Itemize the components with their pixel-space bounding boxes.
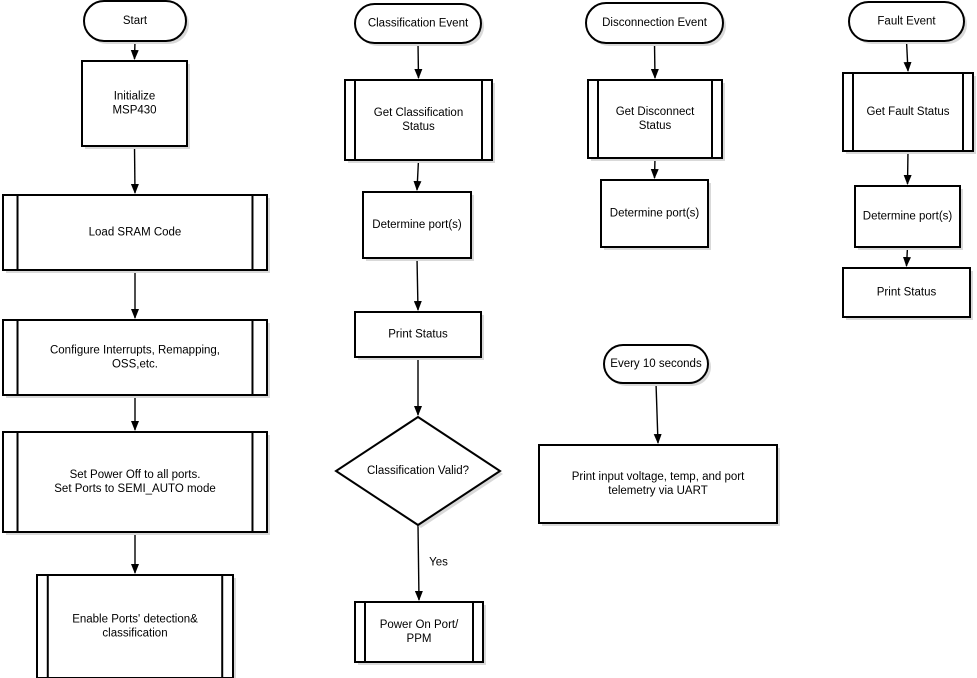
node-label: Get Classification (374, 107, 463, 119)
node-label: Get Fault Status (866, 106, 949, 118)
terminator-shape (83, 0, 187, 42)
node-classification-event[interactable]: Classification Event (354, 3, 484, 46)
edge-line (413, 159, 422, 191)
node-label: Classification Event (368, 18, 469, 30)
predefined-process-shape (2, 194, 268, 271)
node-label: Every 10 seconds (610, 358, 702, 370)
edge-label: Yes (429, 557, 448, 569)
node-label: Initialize (114, 91, 156, 103)
node-configure-int[interactable]: Configure Interrupts, Remapping, OSS,etc. (2, 319, 270, 398)
predefined-process-shape (344, 79, 493, 161)
edge-every-10-seconds-to-print-telemetry (653, 382, 662, 444)
node-determine-ports-class[interactable]: Determine port(s) (362, 191, 474, 261)
process-shape (538, 444, 778, 524)
process-shape (354, 311, 482, 358)
edges-layer: Yes (130, 40, 912, 601)
process-shape (842, 267, 971, 318)
edge-line (130, 145, 139, 194)
predefined-process-shape (2, 431, 268, 533)
node-label: Enable Ports' detection& (72, 614, 198, 626)
edge-line (413, 257, 422, 311)
process-shape (854, 185, 961, 248)
edge-line (903, 40, 912, 72)
node-label: Start (123, 15, 148, 27)
node-label: Determine port(s) (863, 211, 953, 223)
edge-line (414, 524, 423, 601)
node-every-10-seconds[interactable]: Every 10 seconds (603, 344, 711, 386)
node-label: Classification Valid? (367, 465, 469, 477)
edge-get-disconnect-status-to-determine-ports-disc (650, 157, 659, 179)
edge-get-fault-status-to-determine-ports-fault (903, 150, 912, 185)
node-start[interactable]: Start (83, 0, 189, 44)
node-determine-ports-fault[interactable]: Determine port(s) (854, 185, 963, 250)
edge-classification-valid-to-power-on-port: Yes (414, 524, 448, 601)
edge-fault-event-to-get-fault-status (903, 40, 912, 72)
edge-line (903, 150, 912, 185)
node-label: Get Disconnect (616, 106, 695, 118)
terminator-shape (585, 2, 724, 44)
node-disconnection-event[interactable]: Disconnection Event (585, 2, 726, 46)
terminator-shape (603, 344, 709, 384)
node-label: Determine port(s) (372, 219, 462, 231)
node-label: OSS,etc. (112, 359, 158, 371)
node-enable-detection[interactable]: Enable Ports' detection&classification (36, 574, 236, 678)
edge-disconnection-event-to-get-disconnect-status (650, 42, 659, 79)
node-label: PPM (407, 633, 432, 645)
edge-get-class-status-to-determine-ports-class (413, 159, 422, 191)
node-label: Load SRAM Code (89, 227, 182, 239)
decision-shape (334, 415, 502, 527)
node-determine-ports-disc[interactable]: Determine port(s) (600, 179, 711, 250)
node-set-power-off[interactable]: Set Power Off to all ports. Set Ports to … (2, 431, 270, 535)
node-power-on-port[interactable]: Power On Port/PPM (354, 601, 486, 665)
node-label: Configure Interrupts, Remapping, (50, 345, 220, 357)
edge-determine-ports-fault-to-print-status-fault (902, 246, 911, 267)
predefined-process-shape (2, 319, 268, 396)
edge-line (653, 382, 662, 444)
node-fault-event[interactable]: Fault Event (848, 1, 967, 44)
terminator-shape (848, 1, 965, 42)
node-label: Print Status (388, 329, 448, 341)
node-label: telemetry via UART (608, 485, 707, 497)
edge-line (902, 246, 911, 267)
node-label: Status (402, 121, 435, 133)
node-label: Fault Event (877, 16, 936, 28)
process-shape (600, 179, 709, 248)
edge-determine-ports-class-to-print-status-class (413, 257, 422, 311)
edge-line (650, 42, 659, 79)
node-print-telemetry[interactable]: Print input voltage, temp, and port telem… (538, 444, 780, 526)
node-label: Disconnection Event (602, 17, 708, 29)
node-label: Print input voltage, temp, and port (572, 471, 745, 483)
node-label: Set Power Off to all ports. (70, 469, 201, 481)
edge-line (650, 157, 659, 179)
edge-line (414, 42, 423, 79)
node-label: Status (639, 120, 672, 132)
process-shape (81, 60, 188, 147)
predefined-process-shape (354, 601, 484, 663)
node-classification-valid[interactable]: Classification Valid? (334, 415, 503, 528)
node-label: Power On Port/ (380, 619, 459, 631)
node-print-status-class[interactable]: Print Status (354, 311, 484, 360)
predefined-process-shape (587, 79, 723, 159)
edge-init-msp430-to-load-sram (130, 145, 139, 194)
node-label: Set Ports to SEMI_AUTO mode (54, 483, 216, 495)
node-label: Determine port(s) (610, 208, 700, 220)
node-label: classification (102, 628, 167, 640)
edge-classification-event-to-get-class-status (414, 42, 423, 79)
node-label: MSP430 (112, 105, 156, 117)
predefined-process-shape (36, 574, 234, 678)
node-get-fault-status[interactable]: Get Fault Status (842, 72, 976, 154)
process-shape (362, 191, 472, 259)
node-load-sram[interactable]: Load SRAM Code (2, 194, 270, 273)
node-print-status-fault[interactable]: Print Status (842, 267, 973, 320)
node-label: Print Status (877, 287, 937, 299)
terminator-shape (354, 3, 482, 44)
predefined-process-shape (842, 72, 974, 152)
